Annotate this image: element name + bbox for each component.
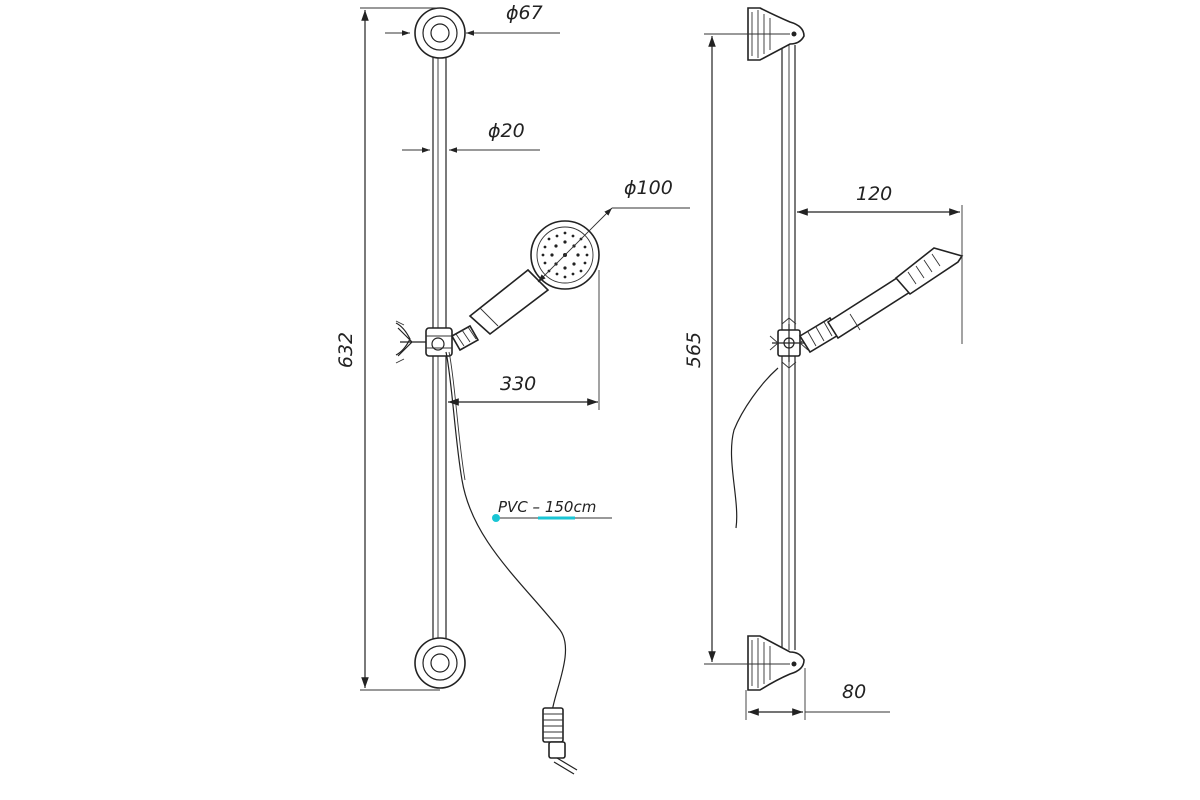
hose-connector xyxy=(542,707,578,775)
dimension-head-offset: 120 xyxy=(797,183,963,344)
label-wall-depth: 80 xyxy=(842,681,866,703)
dimension-total-height: 632 xyxy=(335,7,440,691)
front-top-flange xyxy=(414,7,466,59)
label-bar-diameter: ϕ20 xyxy=(488,120,525,142)
dimension-bar-diameter: ϕ20 xyxy=(402,120,540,153)
front-slider-holder xyxy=(395,320,480,364)
dimension-head-diameter: ϕ100 xyxy=(537,177,690,283)
label-head-offset: 120 xyxy=(856,183,892,205)
label-total-height: 632 xyxy=(335,332,357,368)
side-view: 565 120 80 xyxy=(683,7,964,720)
label-hose: PVC – 150cm xyxy=(498,498,596,516)
front-hand-shower xyxy=(468,220,600,336)
dimension-reach: 330 xyxy=(448,270,600,410)
side-hand-shower xyxy=(826,247,964,340)
label-bracket-spacing: 565 xyxy=(683,332,705,368)
label-head-diameter: ϕ100 xyxy=(624,177,673,199)
side-hose xyxy=(730,367,779,529)
label-flange-diameter: ϕ67 xyxy=(506,2,543,24)
label-reach: 330 xyxy=(500,373,536,395)
dimension-bracket-spacing: 565 xyxy=(683,33,790,665)
front-bottom-flange xyxy=(414,637,466,689)
front-view: 632 ϕ67 ϕ20 ϕ100 330 xyxy=(335,2,690,775)
front-hose xyxy=(445,351,578,775)
dimension-flange-diameter: ϕ67 xyxy=(385,2,560,36)
hose-annotation: PVC – 150cm xyxy=(492,498,612,522)
dimension-wall-depth: 80 xyxy=(745,668,890,720)
side-bottom-bracket xyxy=(747,635,805,691)
